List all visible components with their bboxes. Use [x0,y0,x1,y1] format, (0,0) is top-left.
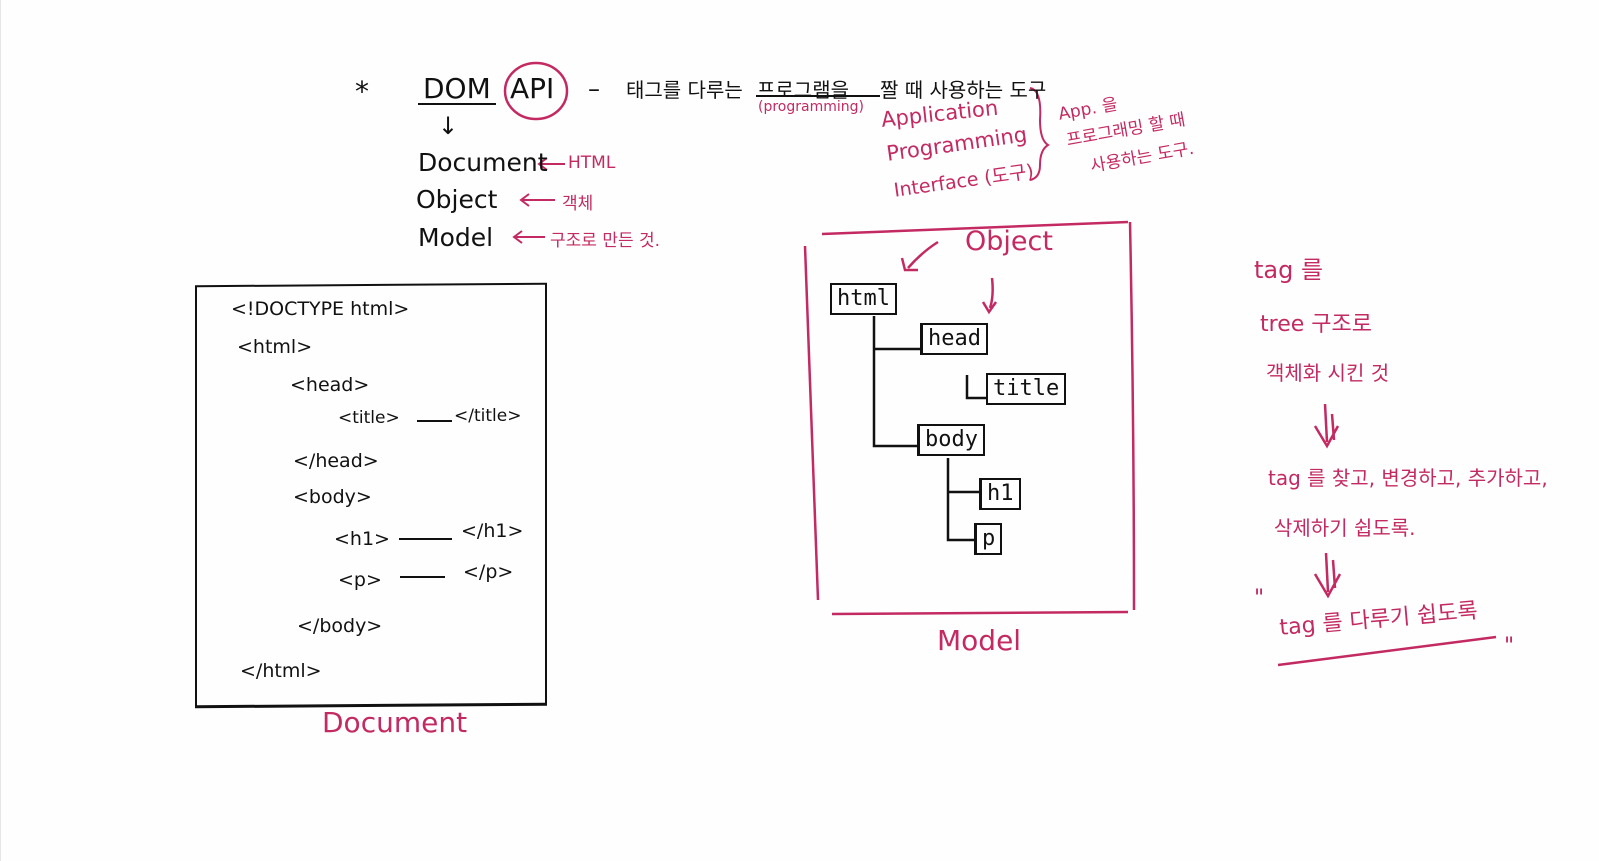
model-caption: Model [937,624,1022,657]
code-p-open: <p> [338,569,382,591]
note-quote-close: " [1504,634,1515,659]
note-line-1: tag 를 [1254,256,1324,284]
tree-node-head: head [920,323,988,355]
code-title-open: <title> [338,408,400,428]
object-label: Object [965,226,1053,257]
header-dash: – [588,75,600,103]
tree-node-html: html [830,283,897,315]
code-head-close: </head> [293,450,379,472]
code-body-close: </body> [297,615,383,637]
header-desc-a: 태그를 다루는 [626,78,743,102]
dom-object-meaning: 객체 [562,194,594,214]
api-title: API [510,72,555,105]
note-line-4: tag 를 찾고, 변경하고, 추가하고, [1268,466,1548,490]
document-caption: Document [322,706,468,739]
code-head-open: <head> [290,374,370,396]
code-html-open: <html> [237,336,313,358]
header-desc-b: 프로그램을 [757,78,849,102]
code-html-close: </html> [240,660,322,682]
programming-note: (programming) [758,99,864,115]
code-p-close: </p> [463,561,514,583]
note-line-3: 객체화 시킨 것 [1266,361,1390,385]
code-title-close: </title> [454,406,522,426]
dom-model-meaning: 구조로 만든 것. [550,231,661,251]
dom-document-meaning: HTML [568,153,616,173]
note-quote-open: " [1254,586,1265,611]
bullet-star: * [355,75,369,108]
note-line-5: 삭제하기 쉽도록. [1274,516,1416,540]
down-arrow-icon: ↓ [438,112,459,140]
note-line-2: tree 구조로 [1260,312,1372,337]
tree-node-p: p [974,523,1003,555]
code-h1-close: </h1> [461,520,524,542]
code-doctype: <!DOCTYPE html> [231,298,410,320]
dom-document-word: Document [418,148,548,177]
dom-model-word: Model [418,223,494,252]
header-desc-c: 짤 때 사용하는 도구 [880,78,1047,102]
tree-node-title: title [986,373,1067,405]
code-body-open: <body> [293,486,372,508]
dom-object-word: Object [416,185,498,214]
tree-node-body: body [917,424,985,456]
code-h1-open: <h1> [334,528,390,550]
tree-node-h1: h1 [979,478,1021,510]
dom-title: DOM [423,72,491,105]
